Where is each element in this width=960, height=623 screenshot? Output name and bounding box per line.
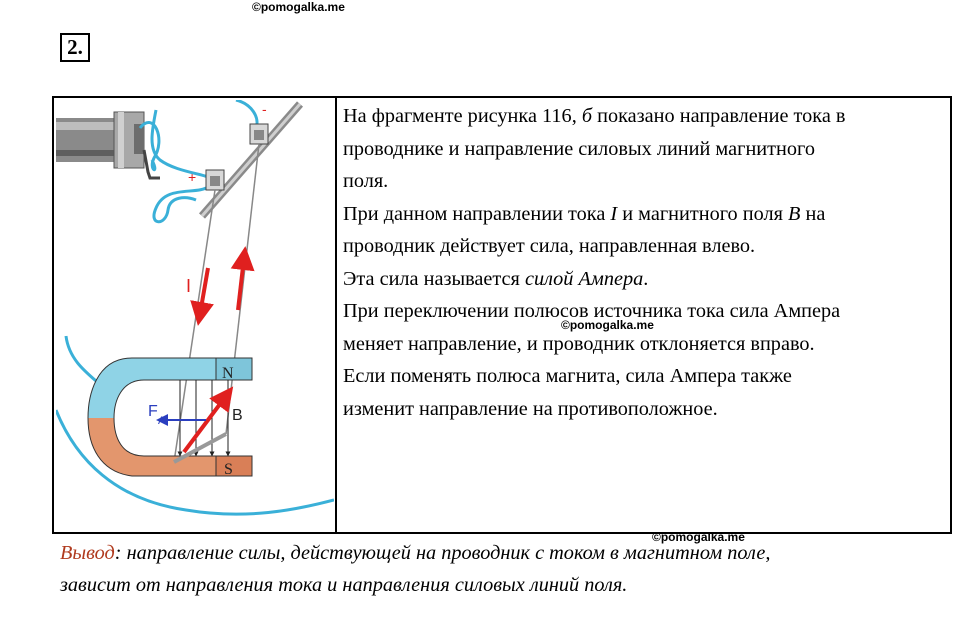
conductor bbox=[173, 432, 227, 464]
watermark-top: ©pomogalka.me bbox=[252, 0, 345, 14]
task-table: + - I N S bbox=[52, 96, 952, 534]
text-line-7: При переключении полюсов источника тока … bbox=[343, 300, 841, 322]
text-line-9: Если поменять полюса магнита, сила Ампер… bbox=[343, 365, 792, 387]
text-line-3: поля. bbox=[343, 170, 389, 192]
figure-svg: + - I N S bbox=[56, 100, 334, 516]
current-label: I bbox=[186, 276, 191, 296]
task-number: 2. bbox=[60, 33, 90, 62]
plus-label: + bbox=[188, 169, 196, 185]
wire-cyan-plus bbox=[150, 109, 217, 224]
conclusion-line-2: зависит от направления тока и направлени… bbox=[60, 574, 628, 596]
text-line-5: проводник действует сила, направленная в… bbox=[343, 235, 756, 257]
table-divider bbox=[335, 98, 337, 532]
text-line-2: проводнике и направление силовых линий м… bbox=[343, 137, 815, 160]
conclusion-line-1: Вывод: направление силы, действующей на … bbox=[60, 542, 771, 564]
text-line-10: изменит направление на противоположное. bbox=[343, 397, 718, 420]
conclusion: Вывод: направление силы, действующей на … bbox=[60, 537, 770, 601]
wire-cyan bbox=[138, 121, 161, 172]
north-pole-label: N bbox=[222, 365, 234, 382]
south-pole-label: S bbox=[224, 461, 233, 478]
field-label: B bbox=[232, 407, 243, 424]
current-arrow-down bbox=[190, 267, 214, 326]
text-line-8: меняет направление, и проводник отклоняе… bbox=[343, 332, 815, 355]
current-arrow-up bbox=[230, 246, 255, 311]
field-lines bbox=[177, 380, 231, 457]
text-line-4: При данном направлении тока I и магнитно… bbox=[343, 202, 826, 225]
clamp-minus bbox=[249, 123, 269, 145]
clamp-plus bbox=[205, 169, 225, 191]
thread-left bbox=[173, 189, 216, 463]
minus-label: - bbox=[262, 101, 267, 117]
text-line-6: Эта сила называется силой Ампера. bbox=[343, 267, 649, 290]
horseshoe-magnet bbox=[87, 357, 253, 477]
watermark-middle: ©pomogalka.me bbox=[561, 318, 654, 332]
ampere-force-figure: + - I N S bbox=[56, 100, 334, 532]
conductor-current-arrow bbox=[182, 386, 234, 454]
conclusion-label: Вывод bbox=[60, 542, 115, 564]
force-label-sub: A bbox=[158, 415, 166, 427]
text-line-1: На фрагменте рисунка 116, б показано нап… bbox=[343, 105, 846, 127]
thread-right bbox=[225, 143, 260, 435]
force-label: F bbox=[148, 403, 158, 420]
watermark-bottom: ©pomogalka.me bbox=[652, 530, 745, 544]
explanation-text: На фрагменте рисунка 116, б показано нап… bbox=[343, 100, 943, 425]
power-terminal-device bbox=[56, 111, 160, 180]
